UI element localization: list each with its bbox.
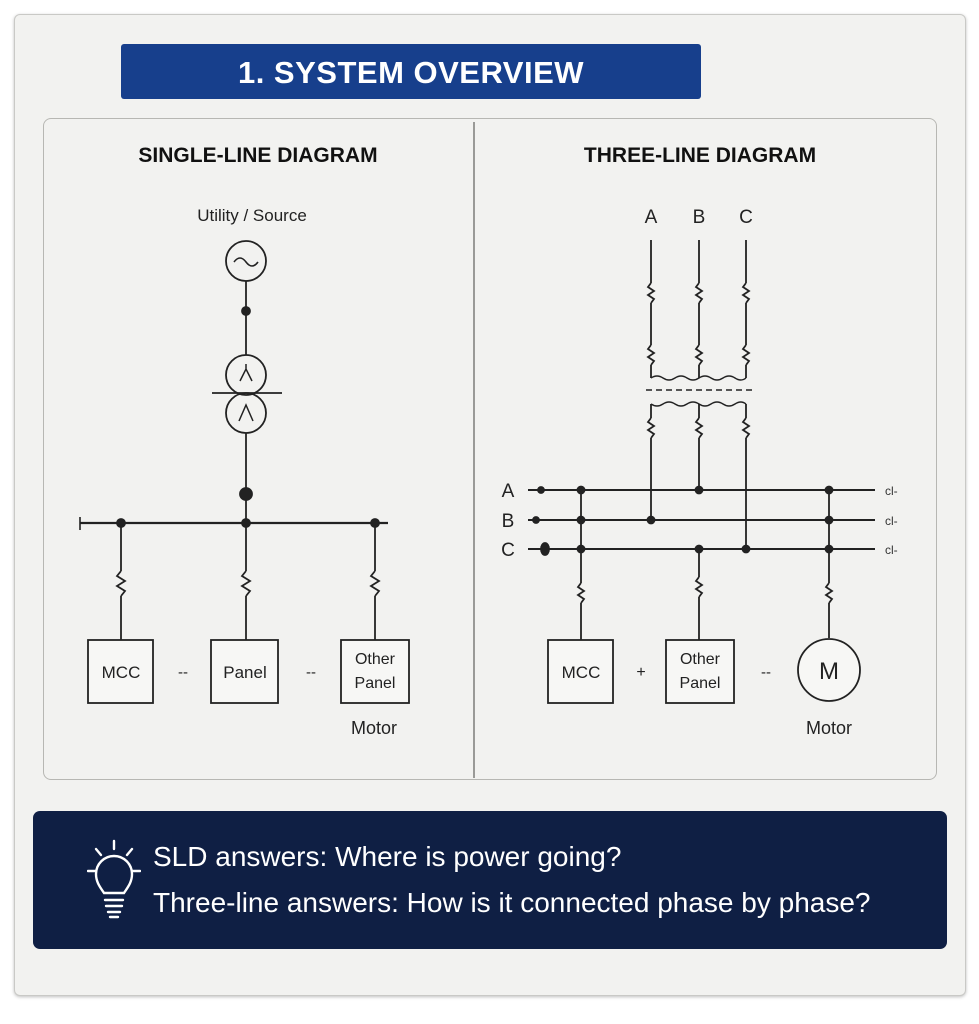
callout-box: SLD answers: Where is power going? Three… <box>33 811 947 949</box>
sld-panel-box <box>210 639 279 704</box>
three-phase-buses <box>528 485 875 556</box>
sld-mcc-box <box>87 639 154 704</box>
tld-dash-2: -- <box>761 664 771 681</box>
three-line-heading: THREE-LINE DIAGRAM <box>584 144 816 167</box>
tld-other-label: Other <box>680 651 721 668</box>
motor-symbol-letter: M <box>819 658 839 685</box>
diagram-panel <box>43 118 937 780</box>
single-line-heading: SINGLE-LINE DIAGRAM <box>138 144 377 167</box>
single-line-diagram: SINGLE-LINE DIAGRAM Utility / Source <box>79 144 410 738</box>
tld-mcc-label: MCC <box>562 663 601 682</box>
tld-motor-label: Motor <box>806 718 852 738</box>
diagrams-canvas: SINGLE-LINE DIAGRAM Utility / Source <box>79 122 898 778</box>
tld-dash-1: + <box>636 664 645 681</box>
callout-line-2: Three-line answers: How is it connected … <box>153 887 871 918</box>
transformer-secondary <box>646 401 751 549</box>
phase-top-b: B <box>693 207 706 228</box>
phase-top-a: A <box>645 207 658 228</box>
phase-left-b: B <box>502 511 515 532</box>
tld-other-panel-label: Panel <box>680 675 721 692</box>
lightbulb-icon <box>87 839 141 919</box>
source-label: Utility / Source <box>197 206 307 225</box>
transformer-symbol <box>212 354 282 434</box>
feeder-other-panel <box>369 523 381 640</box>
phase-top-c: C <box>739 207 753 228</box>
transformer-primary <box>646 240 751 381</box>
sld-panel-label: Panel <box>223 663 266 682</box>
callout-line-1: SLD answers: Where is power going? <box>153 841 622 872</box>
page-title: 1. SYSTEM OVERVIEW <box>121 44 701 99</box>
sld-other-panel-label: Panel <box>355 675 396 692</box>
feeder-panel <box>240 523 252 640</box>
right-mark-a: cl- <box>885 484 898 498</box>
three-line-drops <box>576 490 834 640</box>
sld-mcc-label: MCC <box>102 663 141 682</box>
sld-other-label: Other <box>355 651 396 668</box>
right-mark-c: cl- <box>885 543 898 557</box>
feeder-mcc <box>115 523 127 640</box>
sld-dash-1: -- <box>178 664 188 681</box>
sld-dash-2: -- <box>306 664 316 681</box>
phase-left-a: A <box>502 481 515 502</box>
tld-mcc-box <box>547 639 614 704</box>
right-mark-b: cl- <box>885 514 898 528</box>
sld-other-panel-box <box>340 639 410 704</box>
tld-other-panel-box <box>665 639 735 704</box>
motor-symbol <box>797 638 861 702</box>
sld-motor-label: Motor <box>351 718 397 738</box>
phase-left-c: C <box>501 540 515 561</box>
three-line-diagram: THREE-LINE DIAGRAM A B C <box>501 144 898 738</box>
